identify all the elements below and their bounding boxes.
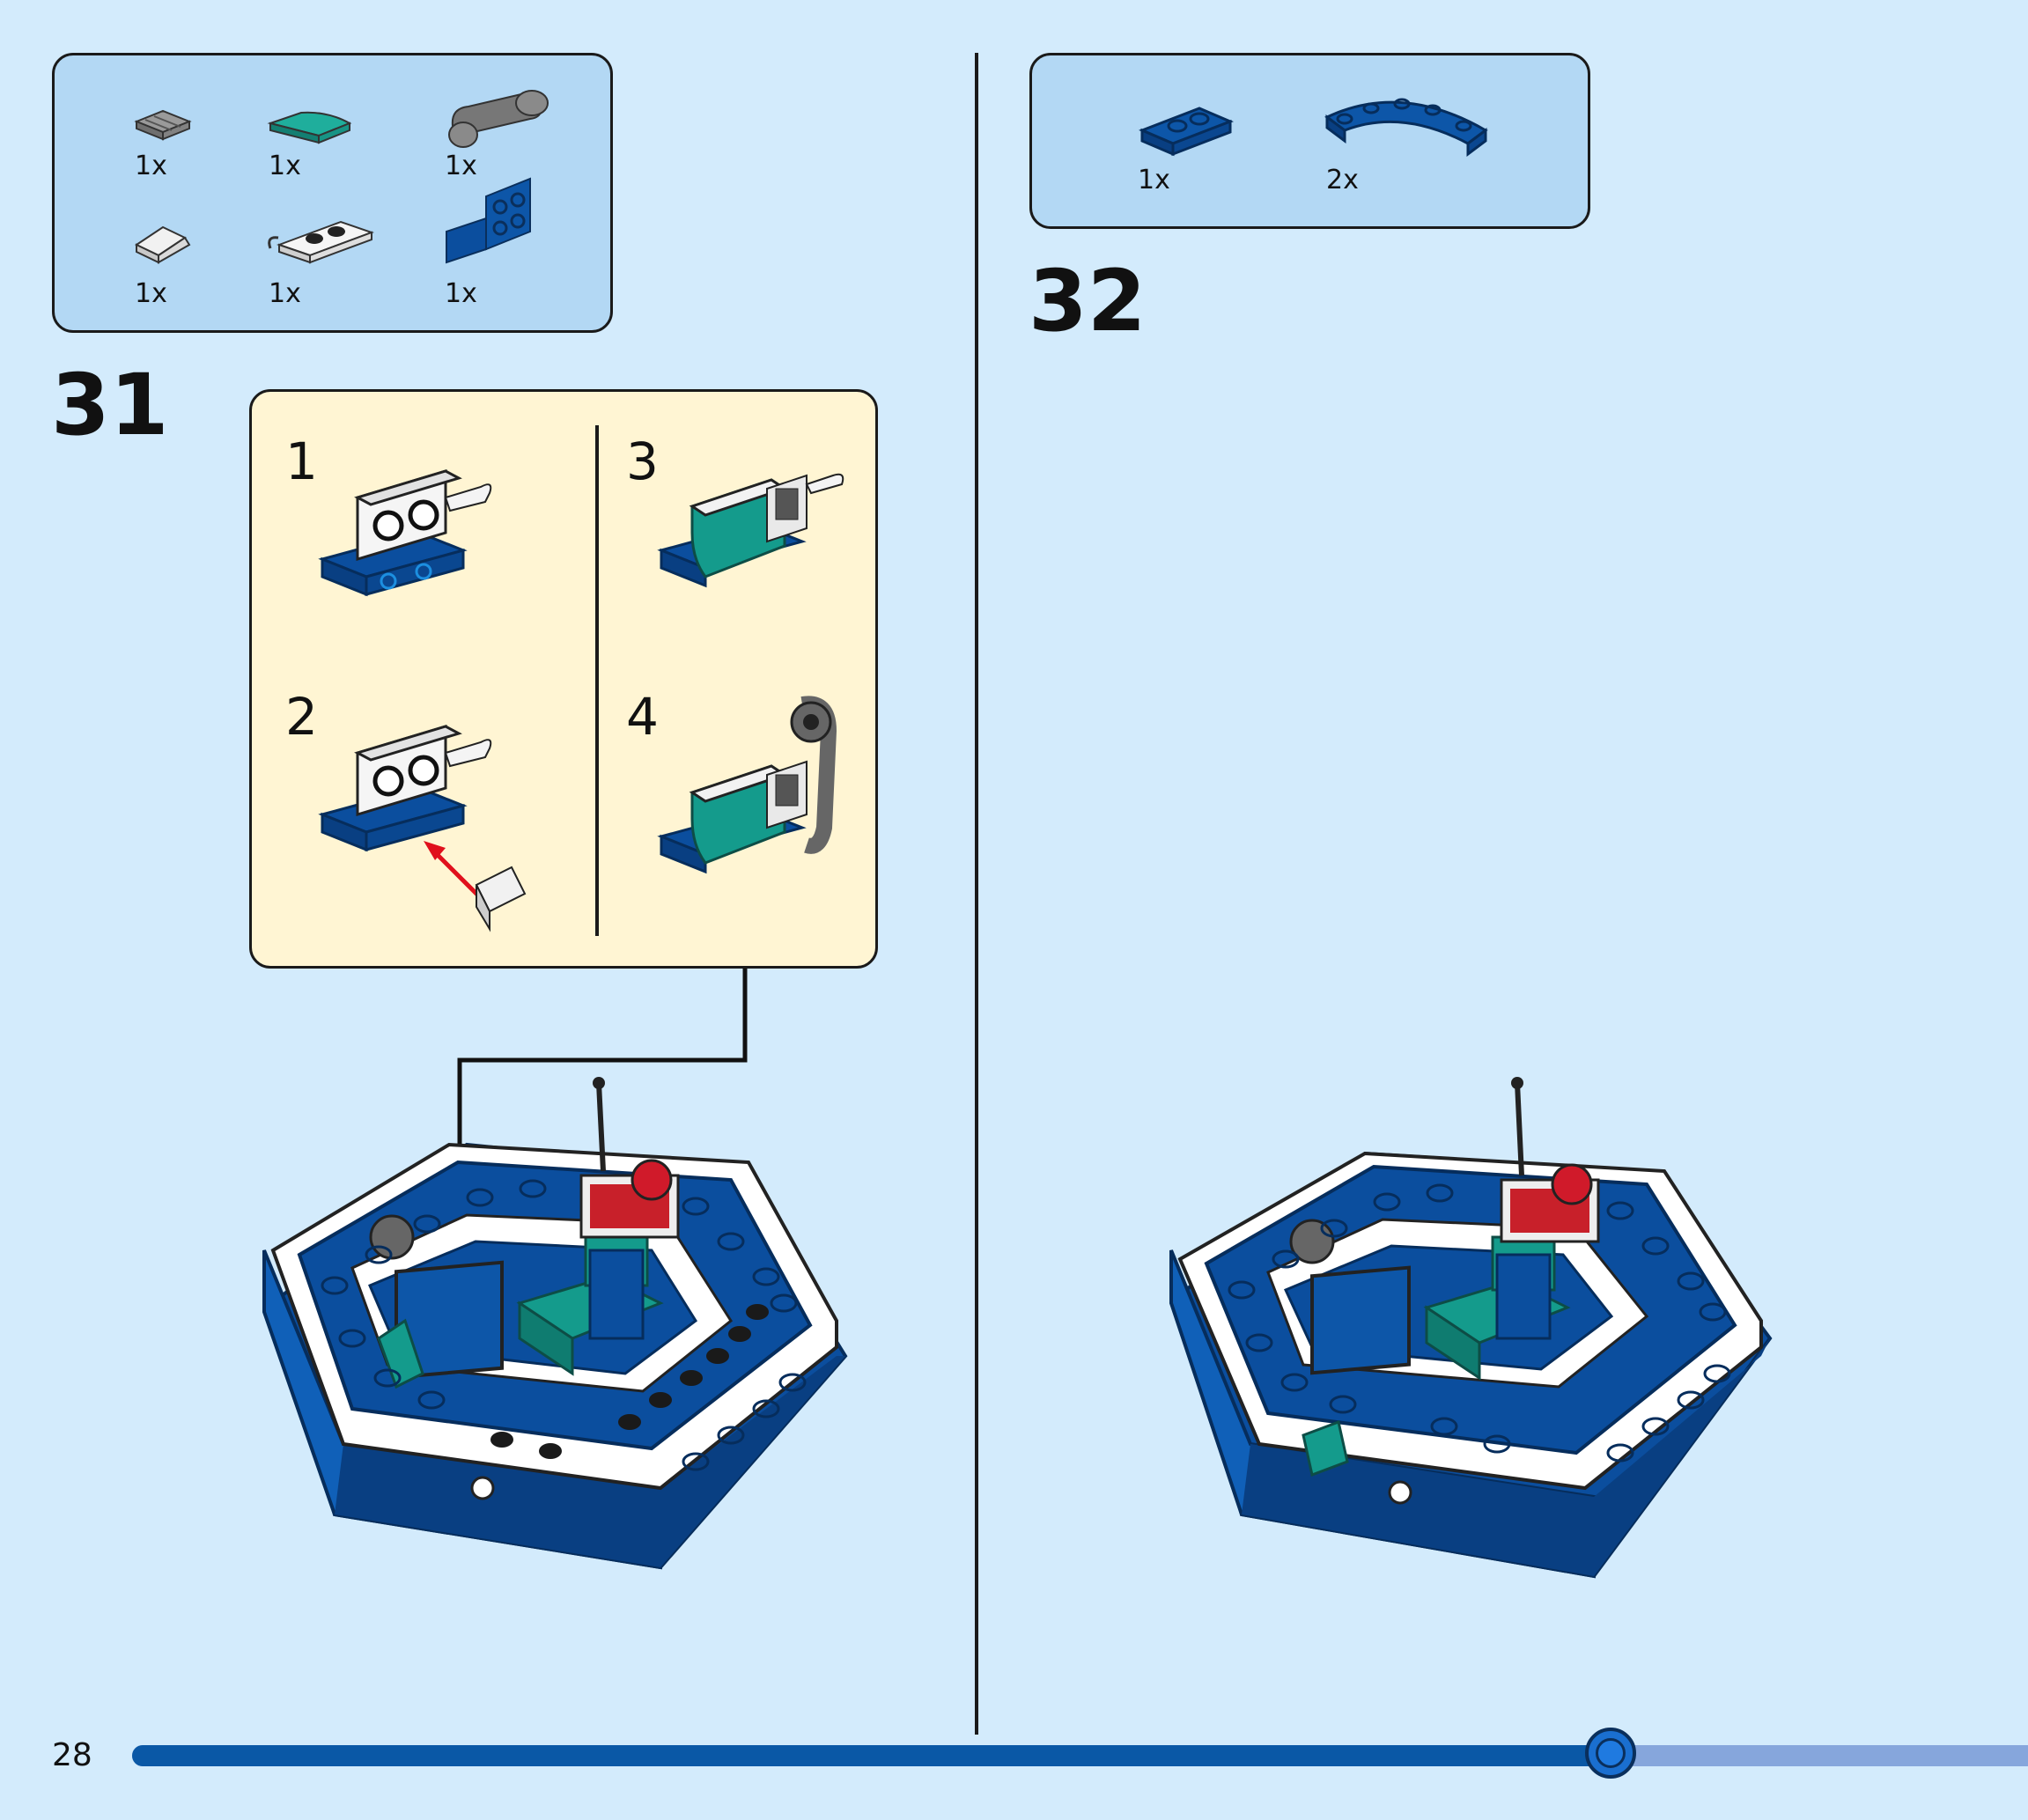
substep-1-assembly	[318, 468, 492, 597]
telephone-handset-icon	[448, 90, 549, 148]
step-number: 32	[1029, 252, 1147, 350]
parts-list-step-32: 1x 2x	[1029, 53, 1590, 229]
step-number: 31	[51, 356, 169, 454]
part-qty: 2x	[1326, 165, 1359, 195]
model-step-31	[262, 1077, 848, 1570]
progress-fill	[132, 1745, 1611, 1766]
part-qty: 1x	[135, 151, 167, 181]
progress-marker	[1585, 1728, 1637, 1779]
substep-number: 4	[626, 687, 659, 747]
substep-3-assembly	[657, 473, 844, 588]
substep-2-assembly	[318, 724, 527, 932]
blue-plate-1x2-icon	[1139, 107, 1234, 157]
part-qty: 1x	[1138, 165, 1170, 195]
white-slope-icon	[134, 225, 191, 264]
teal-curved-slope-icon	[267, 111, 352, 144]
substep-number: 1	[285, 431, 318, 491]
model-step-32	[1169, 1077, 1773, 1579]
part-qty: 1x	[135, 278, 167, 309]
grille-tile-icon	[134, 109, 192, 141]
page-divider	[975, 53, 978, 1735]
blue-round-corner-plate-icon	[1324, 98, 1488, 157]
sub-assembly-divider	[595, 425, 599, 936]
part-qty: 1x	[445, 151, 477, 181]
parts-list-step-31: 1x 1x 1x 1x 1x 1x	[52, 53, 613, 333]
part-qty: 1x	[445, 278, 477, 309]
blue-bracket-icon	[446, 177, 531, 264]
sub-assembly-box: 1 2 3 4	[249, 389, 878, 969]
plate-with-clip-icon	[268, 220, 374, 264]
part-qty: 1x	[269, 151, 301, 181]
page-number: 28	[52, 1737, 92, 1773]
substep-number: 2	[285, 687, 318, 747]
substep-4-assembly	[657, 696, 837, 874]
part-qty: 1x	[269, 278, 301, 309]
substep-number: 3	[626, 431, 659, 491]
